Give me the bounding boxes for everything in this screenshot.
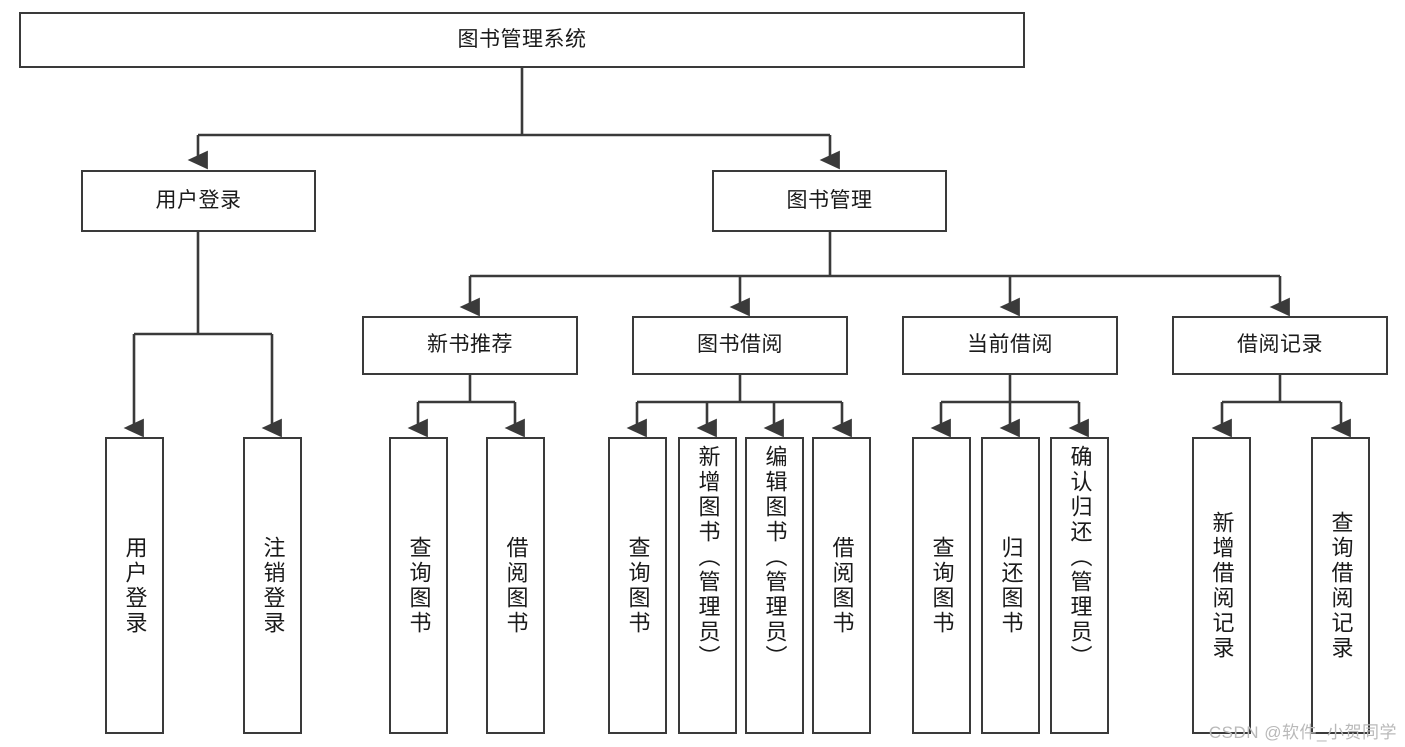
leaf-user-login[interactable]: 用户登录 bbox=[105, 437, 164, 734]
node-root-system[interactable]: 图书管理系统 bbox=[19, 12, 1025, 68]
leaf-return-book[interactable]: 归还图书 bbox=[981, 437, 1040, 734]
node-book-borrow[interactable]: 图书借阅 bbox=[632, 316, 848, 375]
node-book-manage[interactable]: 图书管理 bbox=[712, 170, 947, 232]
leaf-borrow-book-2[interactable]: 借阅图书 bbox=[812, 437, 871, 734]
node-label: 新增借阅记录 bbox=[1209, 510, 1235, 661]
node-label: 图书管理 bbox=[786, 188, 873, 212]
node-label: 当前借阅 bbox=[967, 333, 1053, 357]
leaf-logout[interactable]: 注销登录 bbox=[243, 437, 302, 734]
node-label: 新增图书（管理员） bbox=[695, 445, 721, 670]
node-label: 借阅记录 bbox=[1237, 333, 1323, 357]
node-label: 归还图书 bbox=[998, 535, 1024, 636]
leaf-borrow-book-1[interactable]: 借阅图书 bbox=[486, 437, 545, 734]
node-label: 查询借阅记录 bbox=[1328, 510, 1354, 661]
node-label: 图书管理系统 bbox=[457, 27, 587, 51]
node-label: 查询图书 bbox=[625, 535, 651, 636]
leaf-add-book[interactable]: 新增图书（管理员） bbox=[678, 437, 737, 734]
leaf-add-record[interactable]: 新增借阅记录 bbox=[1192, 437, 1251, 734]
node-label: 确认归还（管理员） bbox=[1067, 445, 1093, 670]
leaf-edit-book[interactable]: 编辑图书（管理员） bbox=[745, 437, 804, 734]
leaf-query-book-2[interactable]: 查询图书 bbox=[608, 437, 667, 734]
leaf-confirm-return[interactable]: 确认归还（管理员） bbox=[1050, 437, 1109, 734]
node-label: 用户登录 bbox=[122, 535, 148, 636]
leaf-query-record[interactable]: 查询借阅记录 bbox=[1311, 437, 1370, 734]
node-borrow-record[interactable]: 借阅记录 bbox=[1172, 316, 1388, 375]
leaf-query-book-3[interactable]: 查询图书 bbox=[912, 437, 971, 734]
node-new-book-rec[interactable]: 新书推荐 bbox=[362, 316, 578, 375]
node-label: 用户登录 bbox=[155, 188, 242, 212]
node-label: 借阅图书 bbox=[829, 535, 855, 636]
node-label: 查询图书 bbox=[406, 535, 432, 636]
node-label: 图书借阅 bbox=[697, 333, 783, 357]
node-user-login[interactable]: 用户登录 bbox=[81, 170, 316, 232]
node-label: 借阅图书 bbox=[503, 535, 529, 636]
leaf-query-book-1[interactable]: 查询图书 bbox=[389, 437, 448, 734]
node-current-borrow[interactable]: 当前借阅 bbox=[902, 316, 1118, 375]
node-label: 编辑图书（管理员） bbox=[762, 445, 788, 670]
node-label: 新书推荐 bbox=[427, 333, 513, 357]
node-label: 注销登录 bbox=[260, 535, 286, 636]
node-label: 查询图书 bbox=[929, 535, 955, 636]
